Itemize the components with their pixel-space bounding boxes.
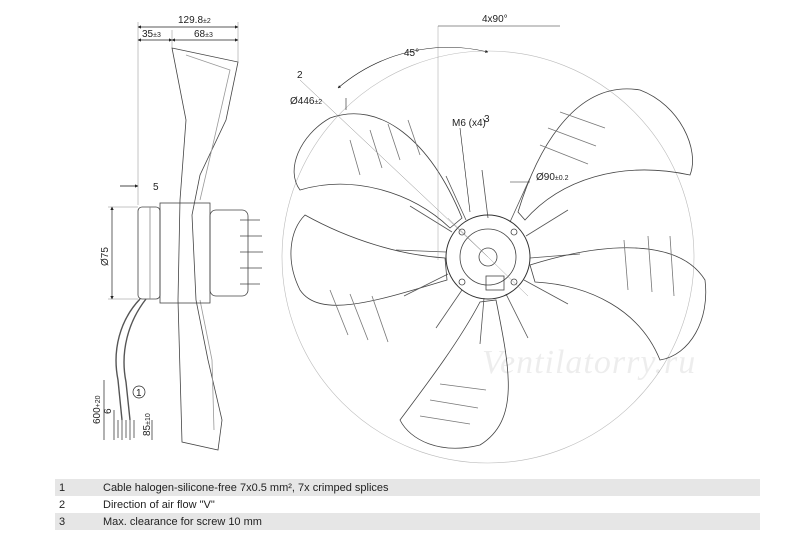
note-text: Direction of air flow "V" [103, 498, 215, 511]
flange-label: 5 [153, 182, 159, 193]
cable-length-label: 600+20 [92, 395, 103, 424]
watermark: Ventilatorry.ru [482, 344, 697, 381]
side-view-dimension-lines [103, 25, 239, 440]
svg-text:1: 1 [136, 388, 142, 399]
callout-1: 1 [132, 385, 146, 399]
note-row: 3 Max. clearance for screw 10 mm [55, 513, 760, 530]
fan-technical-drawing: 129.8±2 35±3 68±3 5 Ø75 600+20 6 85±10 1 [92, 14, 707, 464]
note-number: 1 [55, 479, 95, 496]
notes-table: 1 Cable halogen-silicone-free 7x0.5 mm²,… [55, 479, 760, 530]
screw-callout: 3 [484, 114, 490, 125]
part-a-label: 35±3 [142, 29, 161, 40]
angle-label: 45° [404, 48, 419, 59]
strip-length-label: 85±10 [142, 413, 153, 436]
note-number: 3 [55, 513, 95, 530]
cable-six-label: 6 [103, 408, 114, 414]
airflow-callout: 2 [297, 70, 303, 81]
note-row: 2 Direction of air flow "V" [55, 496, 760, 513]
pattern-label: 4x90° [482, 14, 508, 25]
overall-width-label: 129.8±2 [178, 15, 211, 26]
part-b-label: 68±3 [194, 29, 213, 40]
note-text: Cable halogen-silicone-free 7x0.5 mm², 7… [95, 479, 760, 496]
note-row: 1 Cable halogen-silicone-free 7x0.5 mm²,… [55, 479, 760, 496]
front-view-dimension-lines [299, 25, 560, 297]
screw-label: M6 (x4) [452, 118, 486, 129]
motor-dia-label: Ø75 [100, 247, 111, 266]
fan-dia-label: Ø446±2 [290, 96, 322, 107]
note-text: Max. clearance for screw 10 mm [95, 513, 760, 530]
side-view [108, 22, 263, 451]
note-number: 2 [59, 498, 66, 511]
hub-dia-label: Ø90±0.2 [536, 172, 569, 183]
front-view [281, 50, 707, 464]
